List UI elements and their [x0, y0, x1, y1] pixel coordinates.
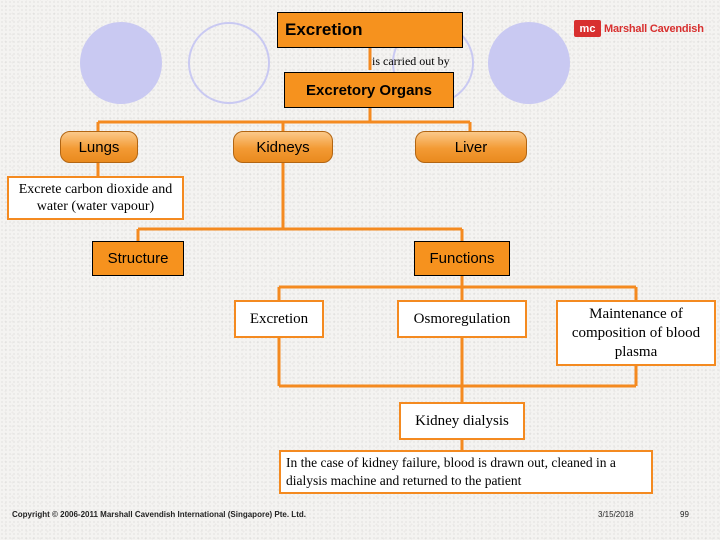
- copyright-text: Copyright © 2006-2011 Marshall Cavendish…: [12, 510, 306, 519]
- brand-mark: mc: [574, 20, 601, 37]
- functions-label: Functions: [429, 250, 495, 267]
- brand-name: Marshall Cavendish: [604, 22, 704, 35]
- structure-label: Structure: [107, 250, 169, 267]
- title-box: Excretion: [277, 12, 463, 48]
- page-number: 99: [680, 510, 689, 519]
- decorative-circle: [80, 22, 162, 104]
- decorative-ring: [188, 22, 270, 104]
- liver-label: Liver: [454, 138, 488, 156]
- decorative-circle: [488, 22, 570, 104]
- maintenance-label: Maintenance of composition of blood plas…: [571, 305, 701, 360]
- lungs-box: Lungs: [60, 131, 138, 163]
- excretion-label: Excretion: [249, 310, 309, 327]
- excretory-organs-box: Excretory Organs: [284, 72, 454, 108]
- date-text: 3/15/2018: [598, 510, 634, 519]
- liver-box: Liver: [415, 131, 527, 163]
- brand-logo: mc Marshall Cavendish: [574, 20, 704, 37]
- lungs-label: Lungs: [78, 138, 120, 156]
- excretory-organs-label: Excretory Organs: [306, 81, 432, 99]
- kidney-dialysis-label: Kidney dialysis: [415, 412, 509, 429]
- kidneys-label: Kidneys: [256, 138, 310, 156]
- maintenance-box: Maintenance of composition of blood plas…: [556, 300, 716, 366]
- kidneys-box: Kidneys: [233, 131, 333, 163]
- functions-box: Functions: [414, 241, 510, 276]
- osmoregulation-box: Osmoregulation: [397, 300, 527, 338]
- dialysis-description: In the case of kidney failure, blood is …: [286, 455, 616, 488]
- title-text: Excretion: [285, 20, 363, 39]
- kidney-dialysis-box: Kidney dialysis: [399, 402, 525, 440]
- subtitle-text: is carried out by: [372, 54, 450, 68]
- structure-box: Structure: [92, 241, 184, 276]
- excretion-box: Excretion: [234, 300, 324, 338]
- lungs-description-box: Excrete carbon dioxide and water (water …: [7, 176, 184, 220]
- lungs-description: Excrete carbon dioxide and water (water …: [18, 182, 173, 214]
- osmoregulation-label: Osmoregulation: [413, 310, 511, 327]
- dialysis-description-box: In the case of kidney failure, blood is …: [279, 450, 653, 494]
